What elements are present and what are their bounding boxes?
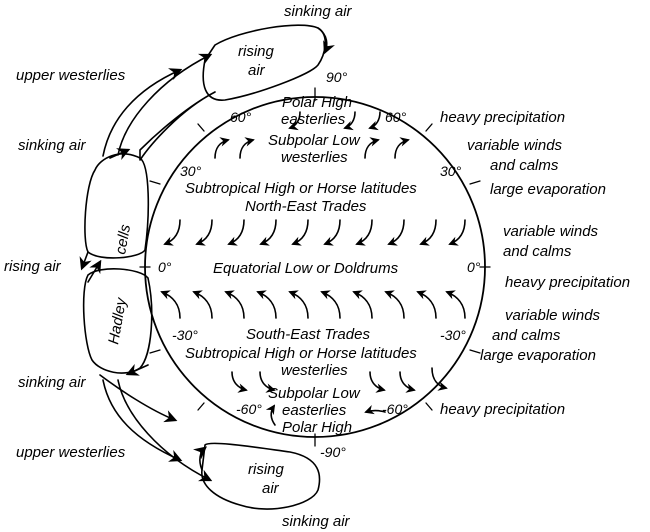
wind-arrows-polar-north	[288, 111, 381, 131]
lat-minus-30-west: -30°	[172, 327, 198, 343]
equatorial-low-label: Equatorial Low or Doldrums	[213, 260, 399, 277]
large-evaporation-south: large evaporation	[480, 347, 596, 364]
cell-arrow-2	[79, 251, 92, 271]
lat-minus-90: -90°	[320, 444, 346, 460]
rising-air-bottom-2: air	[262, 480, 280, 497]
lat-minus-60-west: -60°	[236, 401, 262, 417]
outer-arc-north	[117, 53, 213, 156]
sinking-air-left-south: sinking air	[18, 374, 87, 391]
upper-westerlies-arc-south	[102, 379, 183, 462]
wind-arrows-westerlies-south	[231, 367, 448, 393]
rising-air-left: rising air	[4, 258, 62, 275]
polar-cell-arrow-north	[317, 27, 335, 55]
sinking-air-top: sinking air	[284, 3, 353, 20]
subtropical-high-north: Subtropical High or Horse latitudes	[185, 180, 417, 197]
hadley-label: Hadley	[105, 295, 130, 345]
wind-arrows-se-trades	[160, 290, 466, 319]
variable-winds-south-1: variable winds	[505, 307, 601, 324]
ne-trades-label: North-East Trades	[245, 198, 367, 215]
heavy-precipitation-north: heavy precipitation	[440, 109, 565, 126]
and-calms-north-2: and calms	[503, 243, 572, 260]
lat-minus-60-east: -60°	[382, 401, 408, 417]
lat-30-nw: 30°	[180, 163, 202, 179]
lat-0-west: 0°	[158, 259, 172, 275]
lat-30-ne: 30°	[440, 163, 462, 179]
wind-arrows-polar-south	[265, 404, 386, 426]
large-evaporation-north: large evaporation	[490, 181, 606, 198]
wind-arrows-westerlies-north	[214, 137, 410, 159]
ferrel-cell-loop-north	[139, 91, 216, 161]
lat-90: 90°	[326, 69, 348, 85]
subtropical-high-south: Subtropical High or Horse latitudes	[185, 345, 417, 362]
latitude-ticks	[139, 87, 491, 447]
rising-air-bottom: rising	[248, 461, 285, 478]
rising-air-top: rising	[238, 43, 275, 60]
cell-arrow-3	[87, 259, 102, 283]
polar-high-north: Polar High	[282, 94, 352, 111]
and-calms-south-1: and calms	[492, 327, 561, 344]
upper-westerlies-top: upper westerlies	[16, 67, 126, 84]
variable-winds-north-1: variable winds	[467, 137, 563, 154]
rising-air-top-2: air	[248, 62, 266, 79]
cell-arrow-1	[109, 148, 131, 161]
westerlies-north: westerlies	[281, 149, 348, 166]
lat-minus-30-east: -30°	[440, 327, 466, 343]
lat-0-east: 0°	[467, 259, 481, 275]
heavy-precipitation-equator: heavy precipitation	[505, 274, 630, 291]
sinking-air-left-north: sinking air	[18, 137, 87, 154]
polar-cell-loop-south	[201, 442, 321, 510]
heavy-precipitation-south: heavy precipitation	[440, 401, 565, 418]
easterlies-north: easterlies	[281, 111, 346, 128]
lat-60-ne: 60°	[385, 109, 407, 125]
cell-arrow-5	[99, 374, 178, 423]
polar-high-south: Polar High	[282, 419, 352, 436]
westerlies-south: westerlies	[281, 362, 348, 379]
se-trades-label: South-East Trades	[246, 326, 370, 343]
polar-cell-loop-north	[202, 24, 326, 101]
subpolar-low-north: Subpolar Low	[268, 132, 361, 149]
upper-westerlies-bottom: upper westerlies	[16, 444, 126, 461]
variable-winds-north-2: variable winds	[503, 223, 599, 240]
easterlies-south: easterlies	[282, 402, 347, 419]
cell-arrow-4	[125, 363, 149, 376]
and-calms-north-1: and calms	[490, 157, 559, 174]
upper-westerlies-arc-north	[102, 68, 183, 157]
wind-arrows-ne-trades	[163, 219, 466, 246]
outer-arc-south	[117, 379, 213, 482]
sinking-air-bottom: sinking air	[282, 513, 351, 530]
subpolar-low-south: Subpolar Low	[268, 385, 361, 402]
polar-cell-arrow-south	[193, 446, 207, 471]
cells-label: cells	[112, 223, 134, 256]
lat-60-nw: 60°	[230, 109, 252, 125]
